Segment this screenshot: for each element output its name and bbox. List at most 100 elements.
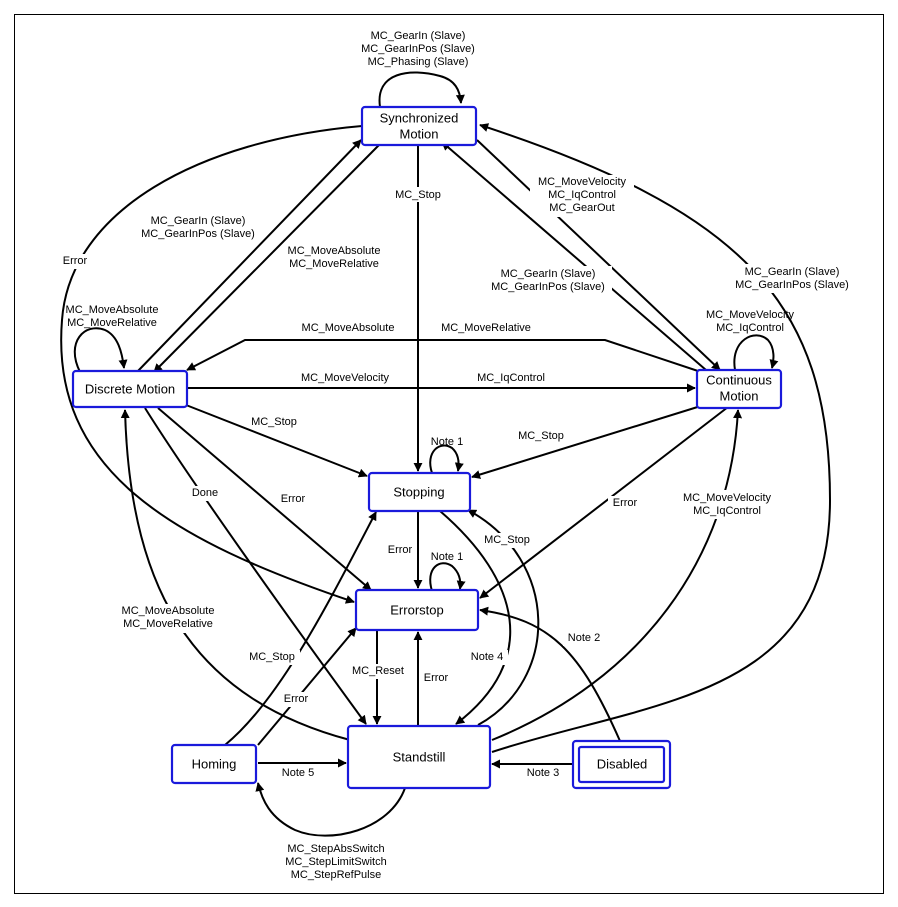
label-line: MC_IqControl <box>716 322 784 334</box>
state-homing[interactable]: Homing <box>170 743 258 785</box>
edge-disc-to-sync <box>136 139 362 373</box>
edge-disabled-to-errorstop <box>479 606 621 742</box>
edge-stopping-to-stand <box>439 510 512 725</box>
label-bg <box>563 631 605 646</box>
edge-stand-to-homing <box>255 782 406 837</box>
edge-stand-to-sync <box>479 123 832 753</box>
state-disabled[interactable]: Disabled <box>571 739 672 790</box>
state-label: Errorstop <box>390 602 443 617</box>
edges <box>60 71 832 837</box>
state-label: Synchronized <box>380 110 459 125</box>
label-bg <box>676 490 782 519</box>
state-stopping[interactable]: Stopping <box>367 471 472 513</box>
edge-labels: MC_GearIn (Slave)MC_GearInPos (Slave)MC_… <box>58 30 856 881</box>
edge-homing-to-stopping <box>224 511 377 746</box>
label-line: MC_MoveAbsolute <box>66 304 159 316</box>
edge-stand-to-stopping <box>467 509 540 726</box>
label-cont-to-disc-a: MC_MoveAbsolute <box>302 322 395 334</box>
edge-cont-to-disc <box>186 339 708 375</box>
state-standstill[interactable]: Standstill <box>346 724 492 790</box>
label-line: MC_GearInPos (Slave) <box>491 281 605 293</box>
state-label: Homing <box>192 756 237 771</box>
label-homing-error: Error <box>284 693 309 705</box>
label-bg <box>419 671 453 686</box>
label-disc-done: Done <box>192 487 218 499</box>
label-line: MC_GearIn (Slave) <box>745 266 840 278</box>
label-bg <box>244 650 300 665</box>
label-bg <box>294 321 402 336</box>
label-disabled-to-errorstop: Note 2 <box>568 632 600 644</box>
edge-sync-self <box>378 71 465 108</box>
edge-disc-to-errorstop <box>157 407 372 591</box>
states: Synchronized Motion Discrete Motion Cont… <box>71 105 783 790</box>
label-bg <box>383 543 417 558</box>
label-line: MC_MoveAbsolute <box>288 245 381 257</box>
label-cont-to-disc-b: MC_MoveRelative <box>441 322 531 334</box>
label-line: MC_GearInPos (Slave) <box>361 43 475 55</box>
label-homing-to-stand: Note 5 <box>282 767 314 779</box>
label-stand-to-sync: MC_GearIn (Slave)MC_GearInPos (Slave) <box>735 266 849 291</box>
state-label: Standstill <box>393 749 446 764</box>
label-sync-stop: MC_Stop <box>395 189 441 201</box>
edge-stopping-self <box>429 444 464 474</box>
label-bg <box>278 766 320 781</box>
label-stopping-self: Note 1 <box>431 436 463 448</box>
label-line: MC_MoveRelative <box>67 317 157 329</box>
label-line: MC_IqControl <box>548 189 616 201</box>
label-line: MC_StepAbsSwitch <box>287 843 384 855</box>
state-label: Discrete Motion <box>85 381 175 396</box>
label-line: MC_GearIn (Slave) <box>371 30 466 42</box>
edge-sync-to-disc <box>153 144 380 373</box>
edge-stand-to-cont <box>491 409 743 741</box>
label-line: MC_MoveVelocity <box>683 492 772 504</box>
label-bg <box>110 604 224 633</box>
label-line: MC_MoveRelative <box>289 258 379 270</box>
state-continuous-motion[interactable]: Continuous Motion <box>695 368 783 410</box>
label-stand-error: Error <box>424 672 449 684</box>
edge-cont-self <box>733 334 779 371</box>
label-bg <box>470 371 552 386</box>
label-line: MC_StepLimitSwitch <box>285 856 386 868</box>
label-bg <box>530 175 634 217</box>
diagram-frame <box>14 14 884 894</box>
label-line: MC_GearIn (Slave) <box>501 268 596 280</box>
label-disc-stop: MC_Stop <box>251 416 297 428</box>
label-line: MC_StepRefPulse <box>291 869 382 881</box>
edge-errorstop-self <box>429 562 466 592</box>
label-line: MC_MoveVelocity <box>706 309 795 321</box>
edge-stand-to-disc <box>120 409 351 741</box>
state-discrete-motion[interactable]: Discrete Motion <box>71 369 189 409</box>
label-disabled-to-stand: Note 3 <box>527 767 559 779</box>
label-bg <box>730 264 856 293</box>
label-bg <box>608 496 642 511</box>
label-bg <box>522 766 564 781</box>
state-errorstop[interactable]: Errorstop <box>354 588 480 632</box>
label-line: MC_Phasing (Slave) <box>368 56 469 68</box>
label-bg <box>466 650 508 665</box>
label-disc-error: Error <box>281 493 306 505</box>
label-bg <box>58 254 92 269</box>
state-label: Motion <box>399 126 438 141</box>
edge-sync-to-errorstop <box>60 125 363 604</box>
edge-sync-to-cont <box>476 139 721 371</box>
edge-cont-to-sync <box>441 141 707 371</box>
label-sync-self: MC_GearIn (Slave)MC_GearInPos (Slave)MC_… <box>361 30 475 68</box>
label-line: MC_GearIn (Slave) <box>151 215 246 227</box>
state-label: Motion <box>719 388 758 403</box>
label-cont-error: Error <box>613 497 638 509</box>
label-bg <box>486 266 612 295</box>
state-synchronized-motion[interactable]: Synchronized Motion <box>360 105 478 147</box>
label-disc-to-sync: MC_GearIn (Slave)MC_GearInPos (Slave) <box>141 215 255 240</box>
label-line: MC_IqControl <box>693 505 761 517</box>
state-label: Continuous <box>706 372 772 387</box>
label-stopping-to-stand: Note 4 <box>471 651 503 663</box>
label-line: MC_MoveRelative <box>123 618 213 630</box>
edge-homing-to-errorstop <box>257 627 357 746</box>
